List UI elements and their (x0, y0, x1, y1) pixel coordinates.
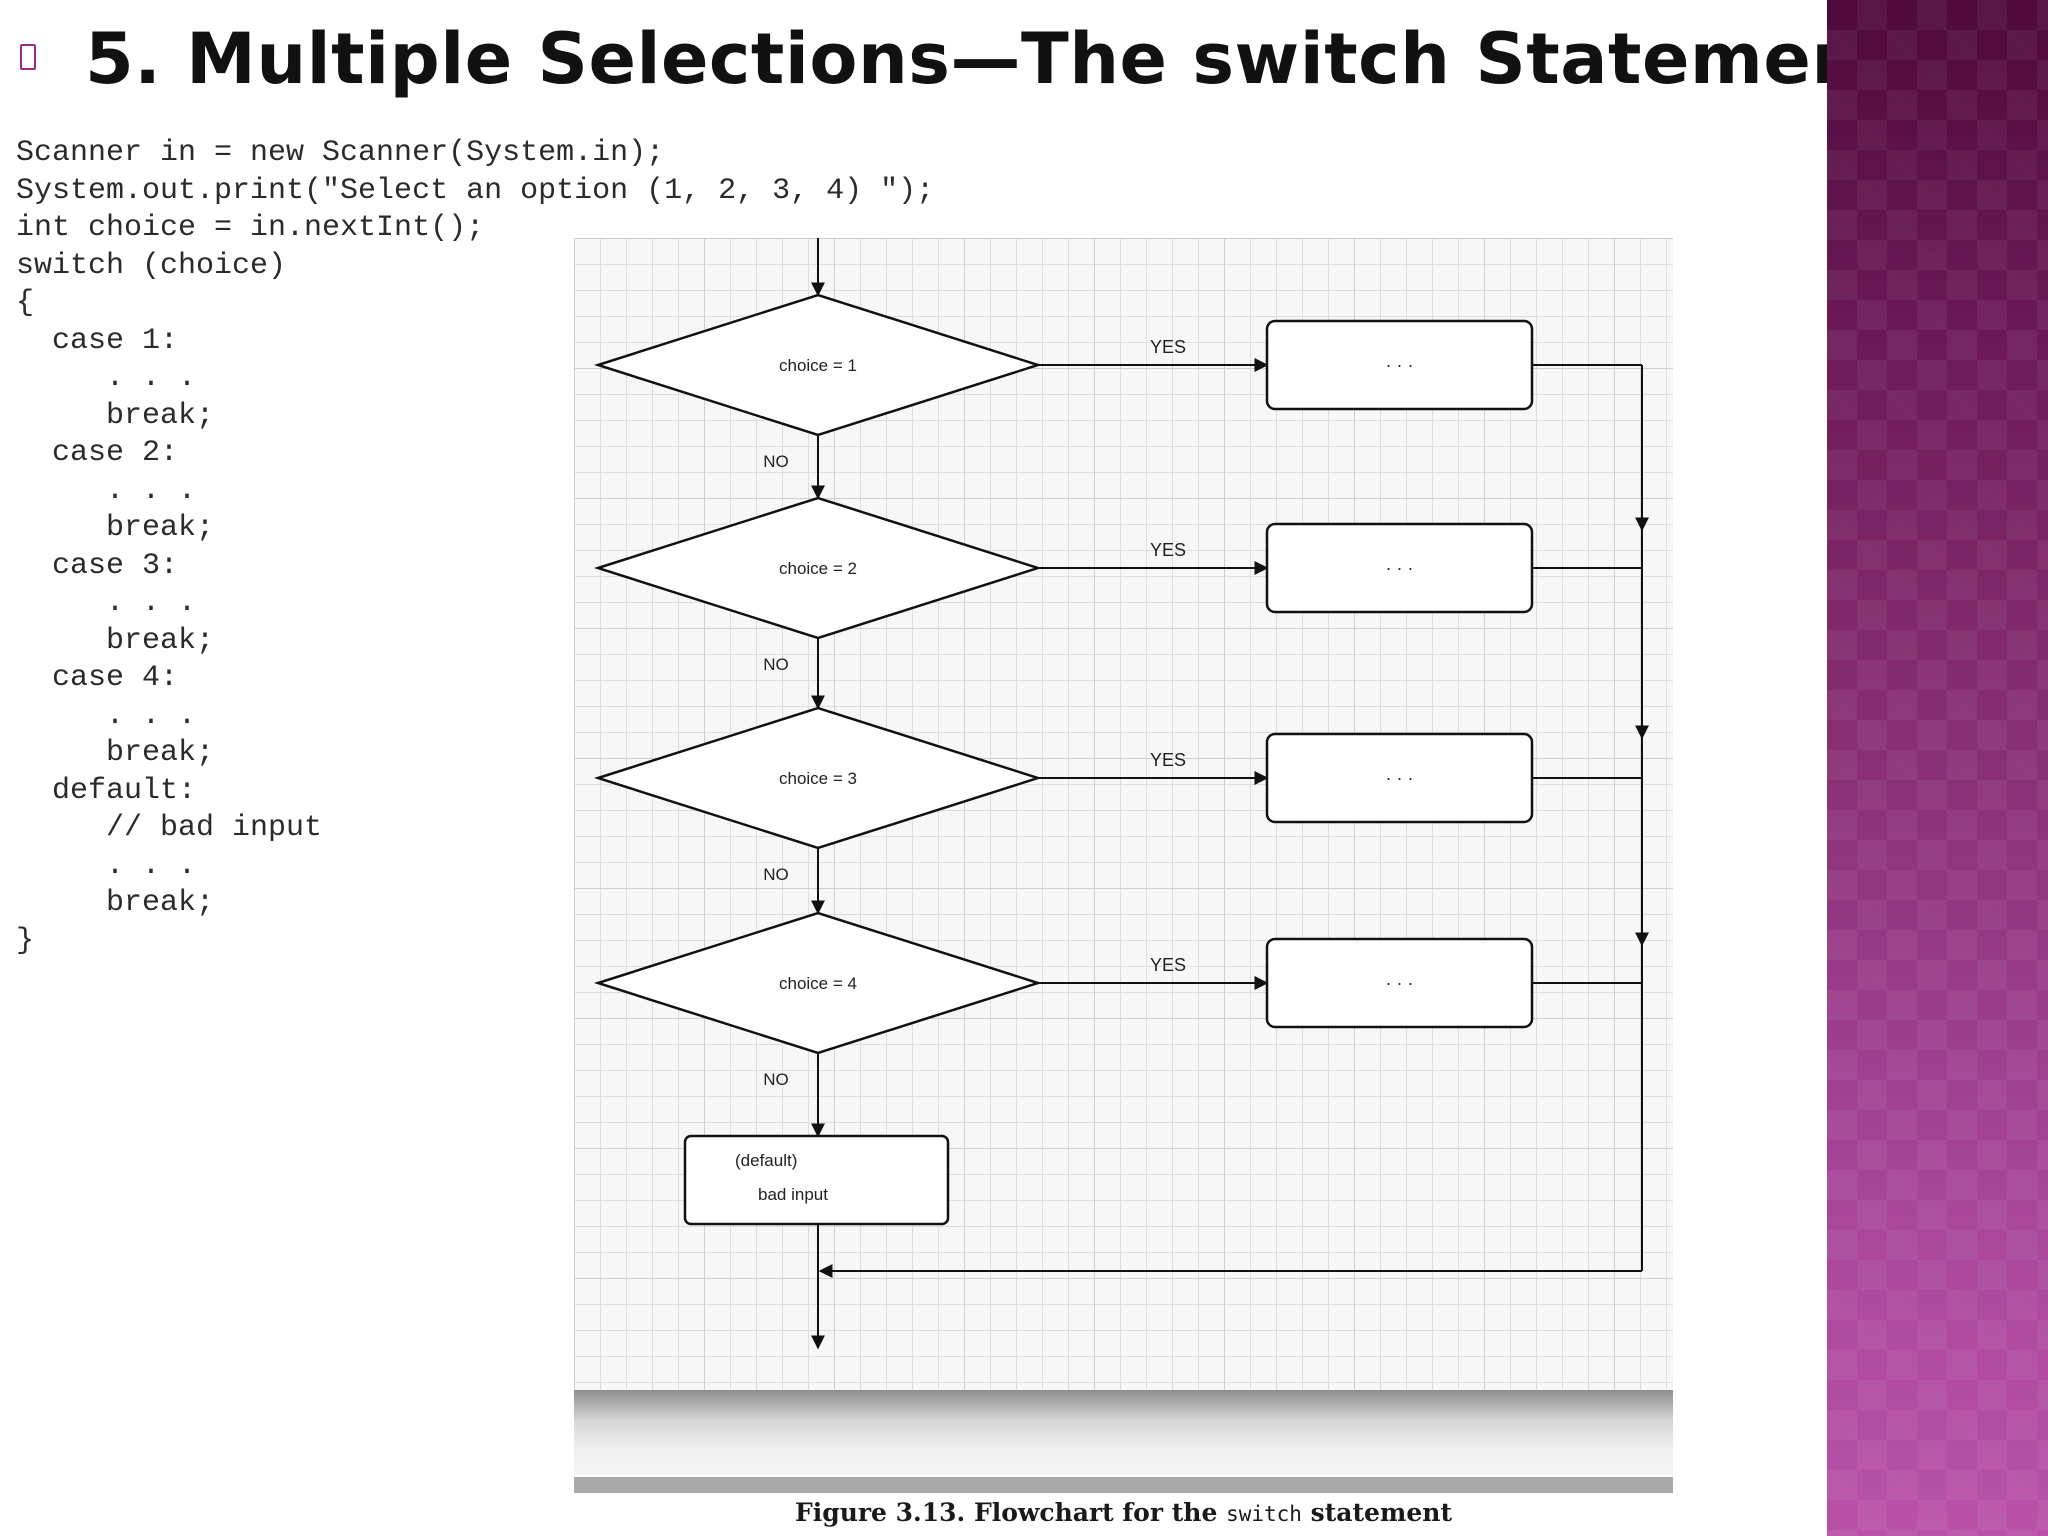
flowchart-figure: choice = 1 YES · · · NO choice = 2 YES · · · NO… (574, 238, 1673, 1475)
code-line: case 1: (16, 323, 179, 358)
yes-label: YES (1150, 750, 1186, 770)
caption-suffix: statement (1310, 1498, 1453, 1527)
default-sublabel: bad input (758, 1185, 828, 1204)
code-line: switch (choice) (16, 248, 287, 283)
slide-title: 5. Multiple Selections—The switch Statem… (85, 18, 1896, 100)
caption-keyword: switch (1226, 1502, 1302, 1526)
code-line: int choice = in.nextInt(); (16, 211, 485, 245)
decision-label: choice = 1 (779, 356, 857, 375)
default-label: (default) (735, 1151, 797, 1170)
action-label: · · · (1386, 973, 1414, 993)
code-line: . . . (16, 586, 197, 620)
code-line: case 2: (16, 436, 179, 470)
slide-content: 5. Multiple Selections—The switch Statem… (16, 18, 1896, 1527)
code-listing: Scanner in = new Scanner(System.in);Syst… (16, 135, 934, 960)
code-line: { (16, 286, 35, 320)
diamond-pattern (1827, 0, 2048, 1536)
decision-label: choice = 3 (779, 769, 857, 788)
caption-rule (574, 1477, 1673, 1493)
code-line: System.out.print("Select an option (1, 2… (16, 173, 935, 208)
code-line: break; (16, 886, 215, 920)
code-line: . . . (16, 848, 197, 883)
default-box (683, 1134, 950, 1226)
code-line: // bad input (16, 811, 323, 845)
decorative-side-band (1827, 0, 2048, 1536)
code-line: . . . (16, 361, 197, 395)
code-line: break; (16, 623, 215, 658)
caption-prefix: Figure 3.13. Flowchart for the (794, 1498, 1218, 1527)
no-label: NO (763, 655, 789, 674)
no-label: NO (763, 1070, 789, 1089)
figure-caption: Figure 3.13. Flowchart for the switch st… (574, 1498, 1673, 1527)
code-line: . . . (16, 473, 197, 508)
code-line: case 3: (16, 548, 179, 583)
yes-label: YES (1150, 337, 1186, 357)
decision-label: choice = 4 (779, 974, 857, 993)
code-line: break; (16, 511, 215, 545)
action-label: · · · (1386, 768, 1414, 788)
yes-label: YES (1150, 955, 1186, 975)
figure-shadow (574, 1390, 1673, 1475)
yes-label: YES (1150, 540, 1186, 560)
code-line: } (16, 923, 35, 958)
bullet-icon (20, 44, 36, 70)
no-label: NO (763, 452, 789, 471)
action-label: · · · (1386, 355, 1414, 375)
code-line: Scanner in = new Scanner(System.in); (16, 136, 665, 170)
action-label: · · · (1386, 558, 1414, 578)
code-line: . . . (16, 698, 197, 733)
code-line: case 4: (16, 661, 179, 695)
code-line: default: (16, 773, 197, 808)
flowchart-diagram: choice = 1 YES · · · NO choice = 2 YES · · · NO… (593, 238, 1649, 1350)
no-label: NO (763, 865, 789, 884)
decision-label: choice = 2 (779, 559, 857, 578)
code-line: break; (16, 398, 215, 433)
code-line: break; (16, 736, 215, 770)
